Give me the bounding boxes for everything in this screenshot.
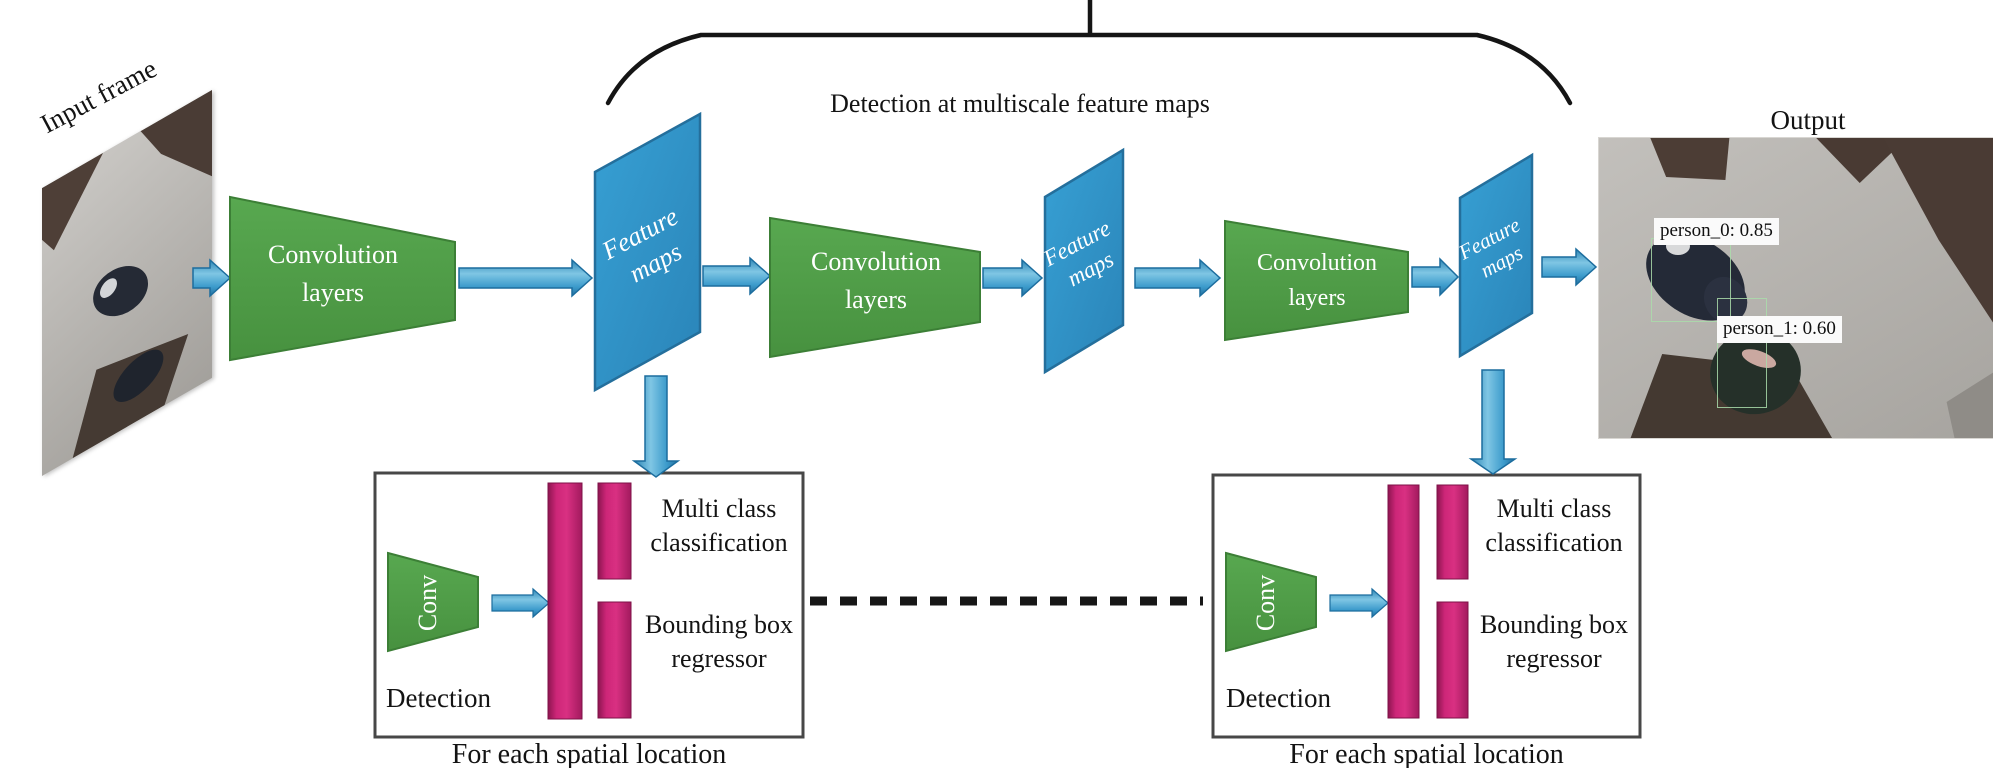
detection-caption-right: For each spatial location	[1289, 739, 1564, 768]
prediction-bar	[1387, 484, 1420, 719]
prediction-bar	[547, 482, 583, 720]
detection-label-person0: person_0: 0.85	[1654, 218, 1779, 245]
conv-block-3-label: Convolution layers	[1256, 250, 1377, 311]
conv-block-1-label: Convolution layers	[267, 240, 398, 307]
detection-module-label-left: Detection	[386, 683, 491, 713]
multiscale-section-label: Detection at multiscale feature maps	[830, 89, 1210, 118]
prediction-bar	[597, 482, 632, 580]
feature-map-1	[593, 111, 702, 393]
arrow-right-icon	[702, 256, 772, 296]
detection-bbox-person1	[1717, 298, 1767, 408]
conv-block-2	[769, 216, 981, 359]
classifier-label-right: Multi class classification	[1485, 494, 1623, 557]
detection-conv-label-left: Conv	[413, 574, 442, 632]
arrow-right-icon	[458, 258, 594, 298]
arrow-right-icon	[982, 258, 1044, 298]
multiscale-brace	[605, 0, 1573, 106]
arrow-right-icon	[1329, 587, 1389, 619]
regressor-label-right: Bounding box regressor	[1479, 610, 1629, 673]
feature-map-3	[1458, 152, 1534, 359]
detection-conv-left	[387, 551, 479, 653]
detection-conv-label-right: Conv	[1251, 574, 1280, 632]
conv-block-2-label: Convolution layers	[810, 247, 941, 314]
classifier-label-left: Multi class classification	[650, 494, 788, 557]
detection-label-person1: person_1: 0.60	[1717, 316, 1842, 343]
output-title: Output	[1770, 105, 1846, 135]
arrow-down-icon	[631, 375, 681, 478]
arrow-right-icon	[1134, 258, 1222, 298]
prediction-bar	[1436, 484, 1469, 580]
conv-block-3	[1224, 219, 1409, 342]
prediction-bar	[1436, 601, 1469, 719]
arrow-right-icon	[491, 587, 550, 619]
prediction-bar	[597, 601, 632, 719]
detection-module-label-right: Detection	[1226, 683, 1331, 713]
arrow-down-icon	[1468, 369, 1518, 475]
feature-map-2	[1043, 147, 1125, 375]
detection-caption-left: For each spatial location	[451, 739, 727, 768]
conv-block-1	[229, 195, 456, 362]
arrow-right-icon	[1411, 257, 1460, 297]
regressor-label-left: Bounding box regressor	[644, 610, 794, 673]
arrow-right-icon	[192, 258, 232, 298]
detection-conv-right	[1225, 551, 1317, 653]
arrow-right-icon	[1541, 247, 1598, 287]
output-photo: person_0: 0.85 person_1: 0.60	[1598, 137, 1993, 439]
